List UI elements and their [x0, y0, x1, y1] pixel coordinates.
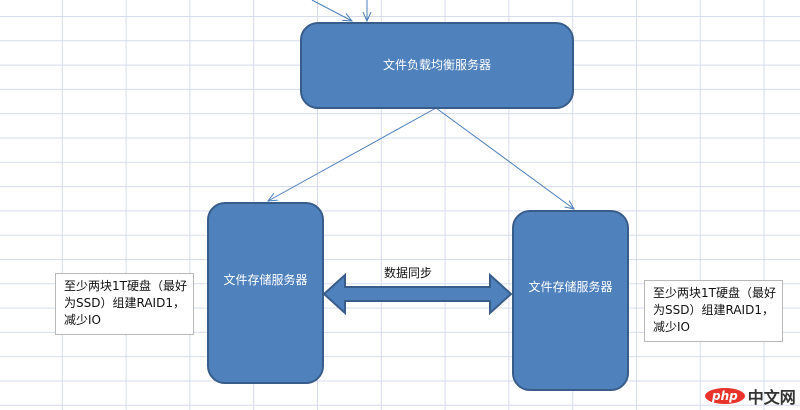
incoming-arrow-1: [311, 0, 352, 21]
note-right: 至少两块1T硬盘（最好为SSD）组建RAID1，减少IO: [644, 280, 783, 342]
sync-double-arrow: [322, 272, 513, 316]
load-balancer-server[interactable]: 文件负载均衡服务器: [300, 22, 574, 109]
note-left: 至少两块1T硬盘（最好为SSD）组建RAID1，减少IO: [55, 273, 194, 335]
watermark-logo: php: [705, 388, 745, 404]
arrow-to-right-storage: [435, 107, 574, 209]
arrow-to-left-storage: [268, 107, 437, 201]
watermark-text: 中文网: [747, 388, 796, 407]
load-balancer-label: 文件负载均衡服务器: [382, 58, 491, 72]
storage-right-label: 文件存储服务器: [528, 280, 613, 294]
storage-server-right[interactable]: 文件存储服务器: [512, 210, 629, 391]
storage-left-label: 文件存储服务器: [223, 273, 308, 287]
storage-server-left[interactable]: 文件存储服务器: [207, 202, 324, 384]
watermark: php 中文网: [705, 384, 796, 408]
sync-label: 数据同步: [384, 266, 433, 280]
